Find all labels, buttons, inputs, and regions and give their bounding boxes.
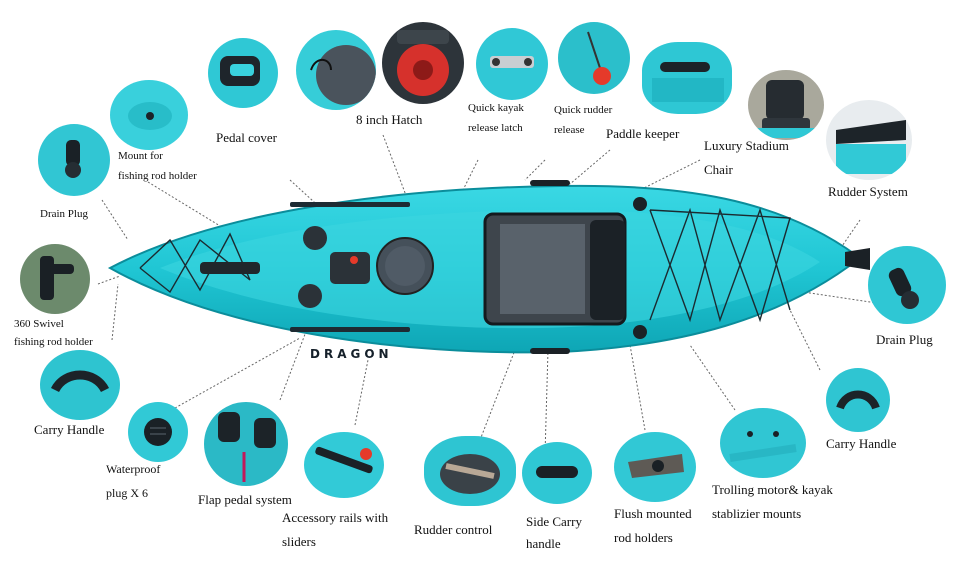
accessory-rails-thumbnail bbox=[304, 432, 384, 498]
label-trolling-2: stablizier mounts bbox=[712, 506, 802, 521]
waterproof-plug-thumbnail bbox=[128, 402, 188, 462]
label-luxury-chair-2: Chair bbox=[704, 162, 733, 177]
rudder-system-thumbnail bbox=[826, 100, 912, 180]
flush-rod-holders-thumbnail bbox=[614, 432, 696, 502]
label-drain-plug-left: Drain Plug bbox=[40, 208, 88, 220]
label-accessory-rails-2: sliders bbox=[282, 534, 316, 549]
label-side-carry-1: Side Carry bbox=[526, 514, 582, 529]
carry-handle-left-thumbnail bbox=[40, 350, 120, 420]
label-carry-handle-left: Carry Handle bbox=[34, 422, 105, 437]
label-drain-plug-right: Drain Plug bbox=[876, 332, 933, 347]
rudder-control-thumbnail bbox=[424, 436, 516, 506]
label-quick-rudder-1: Quick rudder bbox=[554, 104, 613, 116]
label-paddle-keeper: Paddle keeper bbox=[606, 126, 680, 141]
label-quick-kayak-2: release latch bbox=[468, 122, 523, 134]
quick-kayak-release-latch-thumbnail bbox=[476, 28, 548, 100]
label-rudder-control: Rudder control bbox=[414, 522, 493, 537]
swivel-rod-holder-thumbnail bbox=[20, 244, 90, 314]
luxury-chair-thumbnail bbox=[748, 70, 824, 140]
label-flap-pedal: Flap pedal system bbox=[198, 492, 292, 507]
label-carry-handle-right: Carry Handle bbox=[826, 436, 897, 451]
label-side-carry-2: handle bbox=[526, 536, 561, 551]
side-carry-handle-thumbnail bbox=[522, 442, 592, 504]
label-accessory-rails-1: Accessory rails with bbox=[282, 510, 389, 525]
carry-handle-right-thumbnail bbox=[826, 368, 890, 432]
quick-rudder-release-thumbnail bbox=[558, 22, 630, 94]
label-trolling-1: Trolling motor& kayak bbox=[712, 482, 833, 497]
label-quick-rudder-2: release bbox=[554, 124, 585, 136]
label-luxury-chair-1: Luxury Stadium bbox=[704, 138, 789, 153]
trolling-motor-mounts-thumbnail bbox=[720, 408, 806, 478]
label-waterproof-1: Waterproof bbox=[106, 462, 161, 476]
label-mount-rod-2: fishing rod holder bbox=[118, 170, 197, 182]
drain-plug-right-thumbnail bbox=[868, 246, 946, 324]
label-flush-rod-1: Flush mounted bbox=[614, 506, 692, 521]
hatch-thumbnail-left bbox=[296, 30, 376, 110]
hull-brand-text: DRAGON bbox=[310, 347, 393, 361]
label-swivel-1: 360 Swivel bbox=[14, 318, 64, 330]
paddle-keeper-thumbnail bbox=[642, 42, 732, 114]
label-mount-rod-1: Mount for bbox=[118, 150, 163, 162]
label-pedal-cover: Pedal cover bbox=[216, 130, 278, 145]
label-hatch: 8 inch Hatch bbox=[356, 112, 423, 127]
label-swivel-2: fishing rod holder bbox=[14, 336, 93, 348]
label-waterproof-2: plug X 6 bbox=[106, 486, 148, 500]
kayak-hull-illustration: DRAGON bbox=[107, 180, 870, 361]
label-flush-rod-2: rod holders bbox=[614, 530, 673, 545]
mount-rod-holder-thumbnail bbox=[110, 80, 188, 150]
drain-plug-left-thumbnail bbox=[38, 124, 110, 196]
hatch-thumbnail-right bbox=[382, 22, 464, 104]
label-quick-kayak-1: Quick kayak bbox=[468, 102, 524, 114]
flap-pedal-thumbnail bbox=[204, 402, 288, 486]
pedal-cover-thumbnail bbox=[208, 38, 278, 108]
label-rudder-system: Rudder System bbox=[828, 184, 908, 199]
